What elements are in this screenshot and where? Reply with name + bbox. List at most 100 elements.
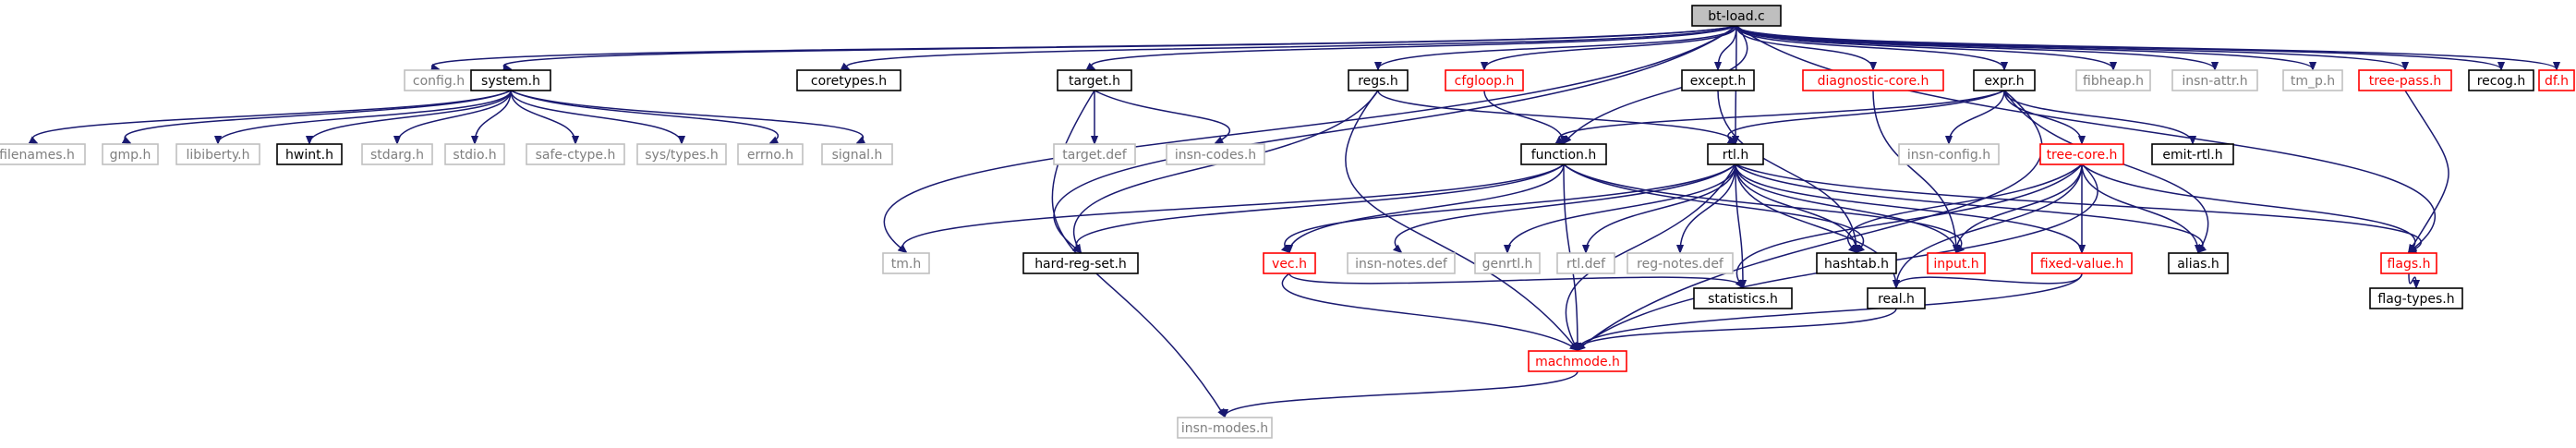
- node-regs-h[interactable]: regs.h: [1348, 69, 1409, 91]
- node-flags-h[interactable]: flags.h: [2380, 252, 2437, 274]
- edge-bt_load_c-to-flags_h: [1735, 25, 2437, 252]
- node-genrtl-h[interactable]: genrtl.h: [1474, 252, 1541, 274]
- node-target-h[interactable]: target.h: [1057, 69, 1132, 91]
- node-cfgloop-h[interactable]: cfgloop.h: [1445, 69, 1524, 91]
- node-except-h[interactable]: except.h: [1681, 69, 1755, 91]
- node-label: coretypes.h: [811, 74, 887, 89]
- node-box: [2039, 143, 2124, 165]
- node-config-h[interactable]: config.h: [404, 69, 474, 91]
- node-label: insn-config.h: [1907, 148, 1990, 163]
- node-insn-codes-h[interactable]: insn-codes.h: [1166, 143, 1265, 165]
- edge-rtl_h-to-statistics_h: [1735, 163, 1743, 287]
- node-coretypes-h[interactable]: coretypes.h: [796, 69, 901, 91]
- node-diagnostic-core-h[interactable]: diagnostic-core.h: [1802, 69, 1944, 91]
- node-label: gmp.h: [110, 148, 151, 163]
- node-hashtab-h[interactable]: hashtab.h: [1816, 252, 1897, 274]
- node-machmode-h[interactable]: machmode.h: [1528, 350, 1627, 372]
- node-tree-core-h[interactable]: tree-core.h: [2039, 143, 2124, 165]
- node-label: system.h: [481, 74, 540, 89]
- node-hard-reg-set-h[interactable]: hard-reg-set.h: [1022, 252, 1139, 274]
- node-rtl-def[interactable]: rtl.def: [1556, 252, 1615, 274]
- node-safe-ctype-h[interactable]: safe-ctype.h: [526, 143, 625, 165]
- node-box: [1022, 252, 1139, 274]
- node-insn-notes-def[interactable]: insn-notes.def: [1347, 252, 1456, 274]
- node-libiberty-h[interactable]: libiberty.h: [175, 143, 260, 165]
- node-box: [1263, 252, 1316, 274]
- node-tm-h[interactable]: tm.h: [882, 252, 930, 274]
- node-real-h[interactable]: real.h: [1867, 287, 1926, 309]
- node-box: [175, 143, 260, 165]
- node-vec-h[interactable]: vec.h: [1263, 252, 1316, 274]
- edge-function_h-to-input_h: [1563, 163, 1962, 252]
- node-gmp-h[interactable]: gmp.h: [102, 143, 159, 165]
- node-emit-rtl-h[interactable]: emit-rtl.h: [2151, 143, 2234, 165]
- edge-tree_core_h-to-real_h: [1896, 163, 2083, 287]
- edge-bt_load_c-to-fibheap_h: [1735, 25, 2113, 69]
- node-df-h[interactable]: df.h: [2538, 69, 2575, 91]
- edge-bt_load_c-to-df_h: [1735, 25, 2557, 69]
- node-reg-notes-def[interactable]: reg-notes.def: [1627, 252, 1734, 274]
- node-target-def[interactable]: target.def: [1053, 143, 1136, 165]
- node-label: machmode.h: [1535, 355, 1620, 369]
- node-flag-types-h[interactable]: flag-types.h: [2369, 287, 2463, 309]
- node-stdarg-h[interactable]: stdarg.h: [361, 143, 433, 165]
- edge-tree_core_h-to-alias_h: [2081, 163, 2198, 252]
- edge-function_h-to-tm_h: [902, 163, 1565, 252]
- node-label: stdio.h: [453, 148, 496, 163]
- node-box: [1707, 143, 1764, 165]
- node-tm-p-h[interactable]: tm_p.h: [2282, 69, 2343, 91]
- node-sys-types-h[interactable]: sys/types.h: [636, 143, 727, 165]
- node-label: flag-types.h: [2377, 292, 2454, 307]
- node-fibheap-h[interactable]: fibheap.h: [2075, 69, 2151, 91]
- node-rtl-h[interactable]: rtl.h: [1707, 143, 1764, 165]
- edge-system_h-to-stdarg_h: [397, 90, 512, 143]
- node-label: df.h: [2545, 74, 2569, 89]
- node-box: [1627, 252, 1734, 274]
- edge-expr_h-to-emit_rtl_h: [2003, 90, 2193, 143]
- node-box: [1166, 143, 1265, 165]
- node-label: reg-notes.def: [1637, 257, 1724, 272]
- edge-cfgloop_h-to-function_h: [1483, 90, 1564, 143]
- edge-system_h-to-libiberty_h: [218, 90, 512, 143]
- node-errno-h[interactable]: errno.h: [737, 143, 804, 165]
- node-tree-pass-h[interactable]: tree-pass.h: [2358, 69, 2452, 91]
- node-statistics-h[interactable]: statistics.h: [1693, 287, 1793, 309]
- node-signal-h[interactable]: signal.h: [821, 143, 893, 165]
- node-filenames-h[interactable]: filenames.h: [0, 143, 86, 165]
- node-label: config.h: [413, 74, 465, 89]
- edge-rtl_h-to-vec_h: [1285, 163, 1736, 252]
- edge-bt_load_c-to-coretypes_h: [846, 25, 1737, 69]
- node-expr-h[interactable]: expr.h: [1973, 69, 2036, 91]
- node-insn-attr-h[interactable]: insn-attr.h: [2171, 69, 2258, 91]
- edge-bt_load_c-to-hard_reg_set_h: [1053, 25, 1737, 252]
- node-system-h[interactable]: system.h: [470, 69, 551, 91]
- node-box: [1520, 143, 1607, 165]
- node-label: insn-codes.h: [1175, 148, 1256, 163]
- edge-regs_h-to-machmode_h: [1345, 90, 1578, 350]
- node-insn-modes-h[interactable]: insn-modes.h: [1177, 417, 1273, 439]
- node-fixed-value-h[interactable]: fixed-value.h: [2031, 252, 2133, 274]
- node-box: [2380, 252, 2437, 274]
- node-box: [1681, 69, 1755, 91]
- node-box: [737, 143, 804, 165]
- edge-expr_h-to-rtl_h: [1728, 90, 2005, 143]
- node-box: [1528, 350, 1627, 372]
- node-function-h[interactable]: function.h: [1520, 143, 1607, 165]
- node-box: [2075, 69, 2151, 91]
- node-label: tree-pass.h: [2369, 74, 2442, 89]
- node-label: stdarg.h: [370, 148, 424, 163]
- node-input-h[interactable]: input.h: [1927, 252, 1986, 274]
- node-box: [0, 143, 86, 165]
- edge-expr_h-to-tree_core_h: [2003, 90, 2082, 143]
- node-stdio-h[interactable]: stdio.h: [444, 143, 505, 165]
- node-hwint-h[interactable]: hwint.h: [276, 143, 343, 165]
- node-alias-h[interactable]: alias.h: [2168, 252, 2229, 274]
- node-box: [361, 143, 433, 165]
- node-box: [102, 143, 159, 165]
- edge-expr_h-to-function_h: [1559, 90, 2005, 143]
- edge-rtl_h-to-input_h: [1735, 163, 1956, 252]
- node-insn-config-h[interactable]: insn-config.h: [1898, 143, 2000, 165]
- node-recog-h[interactable]: recog.h: [2468, 69, 2534, 91]
